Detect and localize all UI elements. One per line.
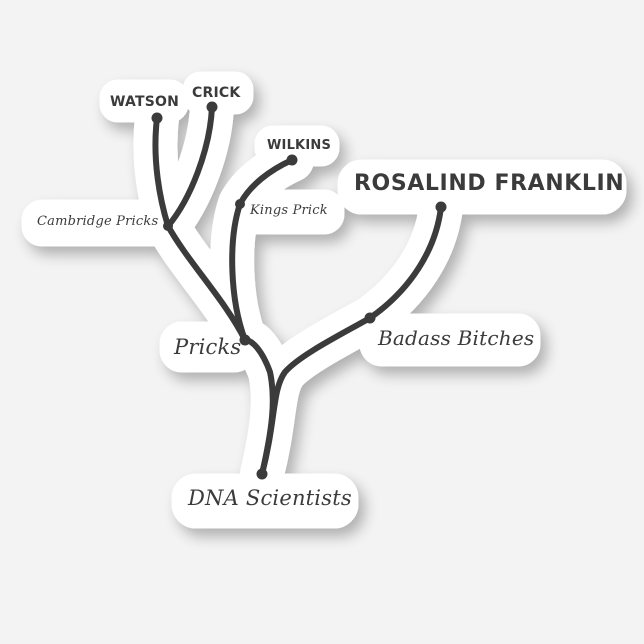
- label-watson: WATSON: [110, 94, 180, 110]
- node-dot-pricks: [239, 334, 251, 346]
- branch-cambridge-pricks-to-crick: [165, 104, 215, 229]
- node-dot-kings-prick: [235, 199, 245, 209]
- label-crick: CRICK: [192, 85, 241, 101]
- branch-lines: [152, 104, 444, 477]
- branch-badass-bitches-to-rosalind-franklin: [367, 204, 444, 321]
- branch-dna-to-badass-bitches: [259, 315, 373, 477]
- branch-cambridge-pricks-to-watson: [152, 115, 171, 229]
- node-dot-crick: [206, 101, 218, 113]
- branch-pricks-to-kings-prick: [229, 201, 248, 343]
- node-dot-wilkins: [286, 154, 298, 166]
- label-cambridge-pricks: Cambridge Pricks: [37, 214, 159, 229]
- label-badass-bitches: Badass Bitches: [378, 326, 535, 350]
- label-rosalind-franklin: ROSALIND FRANKLIN: [354, 171, 625, 196]
- node-dot-rosalind-franklin: [435, 201, 447, 213]
- node-dot-watson: [151, 112, 163, 124]
- label-dna-scientists: DNA Scientists: [188, 486, 352, 510]
- branch-kings-prick-to-wilkins: [237, 157, 295, 207]
- label-wilkins: WILKINS: [267, 138, 332, 153]
- label-pricks: Pricks: [174, 335, 242, 359]
- node-dot-dna-scientists: [256, 468, 268, 480]
- node-dot-badass-bitches: [364, 312, 376, 324]
- node-dot-cambridge-pricks: [163, 221, 173, 231]
- label-kings-prick: Kings Prick: [250, 203, 328, 218]
